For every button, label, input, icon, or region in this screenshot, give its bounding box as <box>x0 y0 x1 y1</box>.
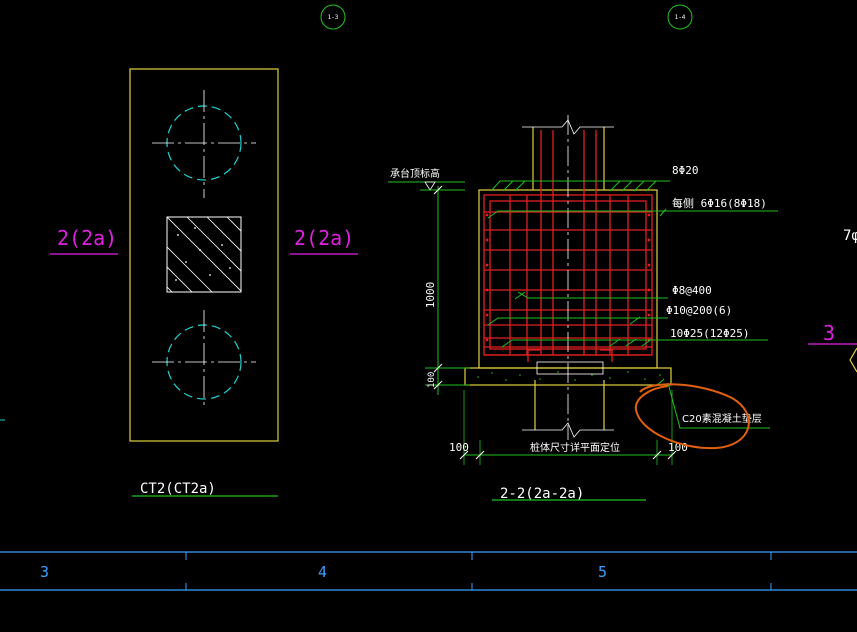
section-title: 2-2(2a-2a) <box>500 486 584 502</box>
top-elevation-marker: 承台顶标高 <box>388 167 465 191</box>
left-offset-dim-label: 100 <box>449 441 469 454</box>
pile-bottom-circle <box>152 310 256 405</box>
cushion-dim-label: 100 <box>427 372 437 388</box>
right-partial-text: 7φ <box>843 228 857 244</box>
top-elevation-label: 承台顶标高 <box>390 167 440 180</box>
axis-label-5: 5 <box>598 563 607 581</box>
grid-bubble-1-4[interactable]: 1-4 <box>667 4 693 30</box>
rebar-label-top: 8Φ20 <box>672 164 699 177</box>
right-partial-drawing: 7φ 3 <box>808 228 857 373</box>
section-mark-left-label: 2(2a) <box>57 226 117 250</box>
rebar-label-stirrup: Φ10@200(6) <box>666 304 732 317</box>
column-hatched-square <box>166 216 242 293</box>
plan-view-ct2[interactable]: 2(2a) 2(2a) CT2(CT2a) <box>50 68 358 497</box>
height-dim-label: 1000 <box>424 282 437 309</box>
section-view-2-2[interactable]: 承台顶标高 1000 100 100 100 桩体尺寸详平面定位 <box>388 115 778 502</box>
grid-bubble-1-4-label: 1-4 <box>675 14 686 21</box>
column-stub <box>522 119 614 190</box>
annotation-circle-mark <box>634 383 750 450</box>
plan-title: CT2(CT2a) <box>140 481 216 497</box>
pile-size-note: 桩体尺寸详平面定位 <box>530 441 620 454</box>
bottom-dimension: 100 100 桩体尺寸详平面定位 <box>449 390 688 465</box>
rebar-label-bottom: 10Φ25(12Φ25) <box>670 327 749 340</box>
grid-bubble-1-3[interactable]: 1-3 <box>320 4 346 30</box>
grid-bubble-1-3-label: 1-3 <box>328 14 339 21</box>
section-mark-right[interactable]: 2(2a) <box>290 226 358 255</box>
axis-dimension-bar: 3 4 5 <box>0 551 857 591</box>
cushion-note: C20素混凝土垫层 <box>682 412 762 425</box>
rebar-leaders <box>487 180 778 429</box>
pile-stub <box>522 380 614 438</box>
section-mark-left[interactable]: 2(2a) <box>50 226 118 255</box>
cap-outline-plan <box>129 68 279 442</box>
pile-top-circle <box>152 90 256 198</box>
height-dimension: 1000 100 <box>424 185 470 395</box>
axis-label-4: 4 <box>318 563 327 581</box>
axis-label-3: 3 <box>40 563 49 581</box>
right-partial-section-mark: 3 <box>823 321 835 345</box>
rebar-label-tie: Φ8@400 <box>672 284 712 297</box>
rebar-label-side: 每侧 6Φ16(8Φ18) <box>672 196 767 210</box>
section-mark-right-label: 2(2a) <box>294 226 354 250</box>
